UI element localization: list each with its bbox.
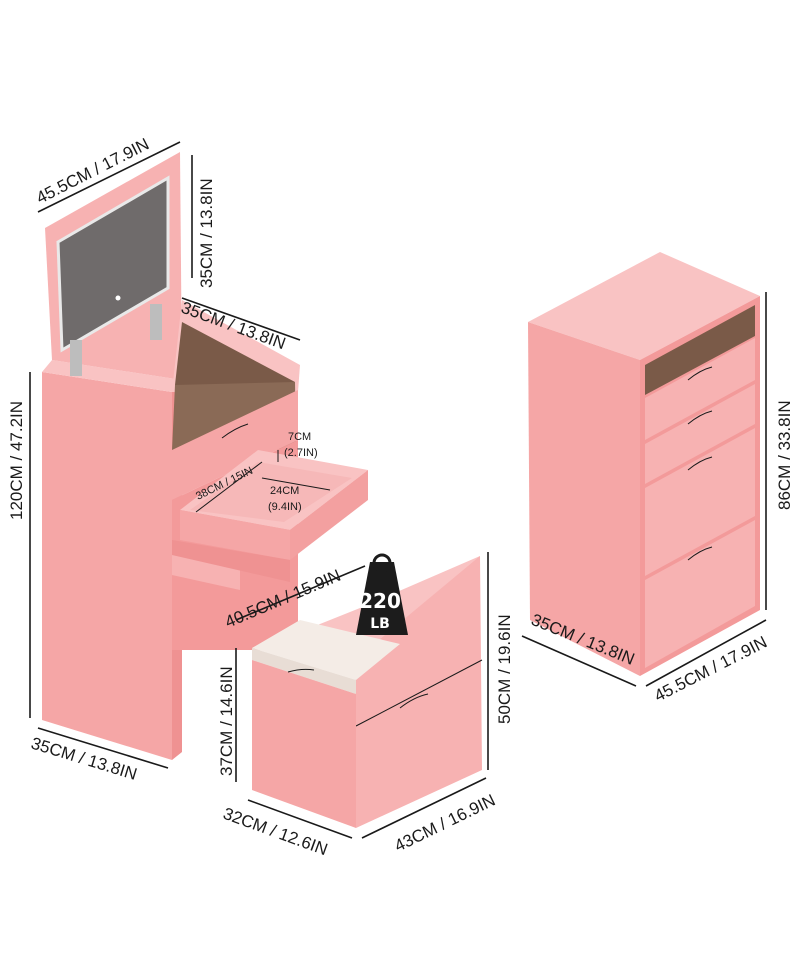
- cabinet-height-label: 86CM / 33.8IN: [775, 400, 794, 510]
- stool-side-panel: [355, 556, 482, 828]
- drawer-cabinet: [528, 252, 760, 676]
- stool-seat-height-label: 37CM / 14.6IN: [217, 666, 236, 776]
- cabinet-drawer-2: [645, 384, 755, 484]
- weight-badge: 220 LB: [356, 553, 408, 635]
- cabinet-top: [528, 252, 760, 360]
- hinge-icon: [150, 304, 162, 340]
- mirror-height-label: 35CM / 13.8IN: [197, 178, 216, 288]
- weight-unit: LB: [370, 616, 390, 632]
- stool-front: [252, 660, 356, 828]
- led-mirror: [58, 178, 168, 350]
- vanity-left-panel: [42, 372, 172, 760]
- cabinet-drawer-3: [645, 428, 755, 576]
- storage-tray: [175, 322, 295, 400]
- cabinet-drawer-1: [645, 338, 755, 440]
- open-drawer: [172, 450, 368, 582]
- vanity-table: [42, 152, 368, 760]
- drawer-width-cm-label: 24CM: [270, 485, 299, 497]
- dimension-lines: [29, 141, 767, 839]
- stool-cushion: [252, 620, 400, 680]
- drawer-width-in-label: (9.4IN): [268, 501, 302, 513]
- drawer-height-cm-label: 7CM: [288, 431, 311, 443]
- storage-stool: 220 LB: [252, 553, 483, 828]
- touch-sensor-icon: [115, 295, 121, 301]
- open-shelf: [645, 305, 755, 395]
- weight-value: 220: [359, 589, 401, 613]
- cabinet-drawer-4: [645, 520, 755, 668]
- hinge-icon: [70, 340, 82, 376]
- vanity-height-label: 120CM / 47.2IN: [7, 401, 26, 520]
- stool-total-height-label: 50CM / 19.6IN: [495, 614, 514, 724]
- drawer-height-in-label: (2.7IN): [284, 447, 318, 459]
- weight-icon: [356, 562, 408, 635]
- cabinet-side: [528, 322, 640, 676]
